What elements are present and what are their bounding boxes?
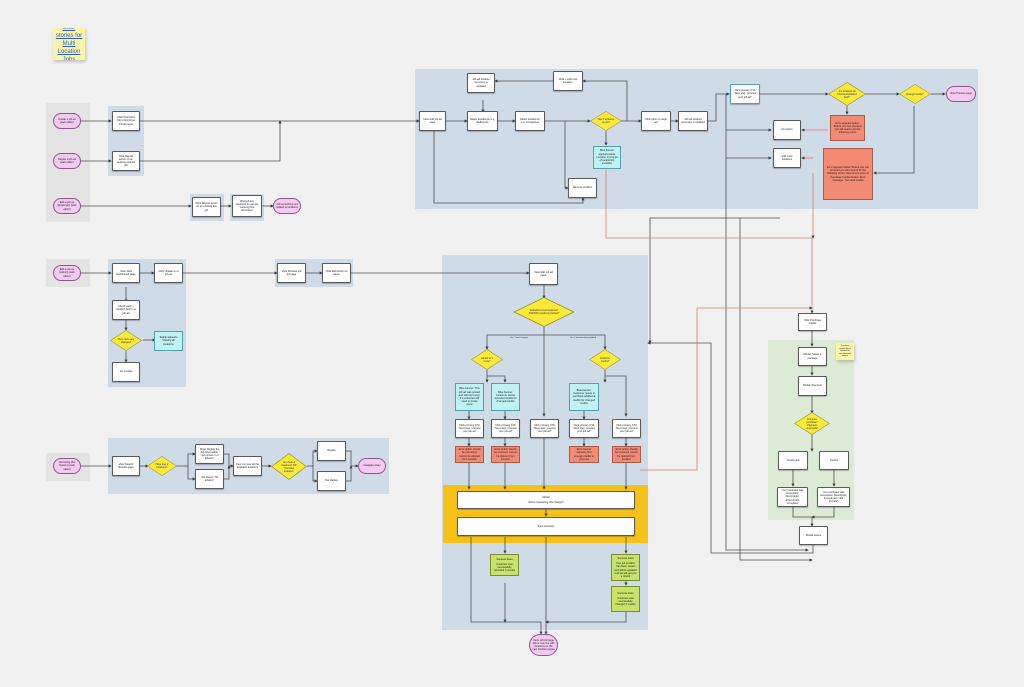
error-banner-1: Error appears below: Before you can proc…: [830, 115, 865, 141]
branch-left-label: Yes, 1 new changes: [510, 337, 528, 340]
modal-payment[interactable]: Modal: Payment: [798, 376, 827, 396]
success-toast-charged: Success toast Customer was successfully …: [611, 586, 640, 612]
modal-question: Who's requesting this change?: [528, 501, 564, 504]
two-locations-decision: Have they 2 locations?: [147, 456, 177, 476]
entry-edit-job-admin[interactable]: Edit a job as (Admin) (web editor): [53, 265, 81, 281]
job-location-summary-box[interactable]: Job ad location summary is updated: [467, 73, 495, 93]
show-display-box[interactable]: Show display the Job information: "Job s…: [195, 444, 224, 464]
payment-successful-decision: Complete purchase? Payment successful: [794, 412, 830, 435]
warn-locations-box[interactable]: Warned any locations on job are currentl…: [232, 195, 262, 217]
enough-credits-decision: Enough credits?: [899, 84, 931, 104]
display-box[interactable]: Display: [317, 441, 346, 461]
post-new-job-box[interactable]: Click Post New Job in Employer Portal me…: [112, 111, 140, 131]
toast-title: Success toast: [617, 591, 634, 595]
not-display-box[interactable]: Not display: [317, 471, 346, 491]
select-second-location-box[interactable]: Select location(s) e.g. Livingstone: [515, 111, 545, 131]
view-edit-page-box[interactable]: View Edit job ad page: [529, 263, 558, 285]
job-summary-box[interactable]: Job ad location summary is updated: [678, 111, 708, 131]
diagram-title[interactable]: User stories for Multi Location Jobs: [55, 28, 83, 60]
toast-body: Customer was successfully charged X cred…: [615, 596, 636, 607]
job-shows-box[interactable]: Job shows "All adverts": [195, 469, 224, 489]
branch-right-label: Yes, 1 new locations(s)added: [569, 337, 597, 340]
locations-valid-decision: Were there any changes?: [110, 330, 142, 351]
repost-action-box[interactable]: Click Repost action on an existing expir…: [112, 151, 140, 171]
view-search-box[interactable]: View Search Results page: [112, 456, 140, 476]
added-more-decision: Added to 1 more?: [471, 349, 503, 370]
preview-cta-2[interactable]: Click primary CTA "Next step: preview yo…: [491, 419, 520, 438]
error-2: Error action should be removed, cannot b…: [491, 446, 520, 463]
next-step-box[interactable]: Click Next on page ad: [641, 111, 671, 131]
no-action-box[interactable]: No action: [773, 120, 801, 140]
main-change-decision: Added/removed locations? AND/OR Location…: [513, 297, 575, 327]
click-purchase-box[interactable]: Click Purchase credits: [798, 313, 827, 331]
final-job-page-terminal[interactable]: View Job Ad page Job is now live with lo…: [529, 634, 558, 656]
title-sticky-note: User stories for Multi Location Jobs: [53, 28, 85, 60]
toast-title: Success toast: [617, 556, 634, 560]
info-banner-c: Blue banner: Customer needs to purchase …: [569, 383, 599, 411]
user-can-see-box[interactable]: User can see all the available locations: [233, 456, 262, 476]
toast-body: Your job location has been saved and wil…: [614, 562, 637, 578]
entry-edit-job-employer[interactable]: Edit a job as (Employer) (web editor): [53, 198, 81, 214]
modal-select-package[interactable]: Modal: Select a package: [798, 347, 827, 366]
info-banner-b: Blue banner: Customer will be refunded c…: [491, 383, 520, 411]
purchase-note: Purchase credits flow is identical to st…: [836, 343, 854, 360]
credit-card-box[interactable]: Credit card: [778, 451, 808, 470]
preview-cta-5[interactable]: Click primary CTA "Next step: preview yo…: [612, 419, 641, 438]
preview-cta-4[interactable]: Click primary CTA "Next step: preview yo…: [569, 419, 599, 438]
wire: [140, 120, 282, 162]
remove-location-box[interactable]: Remove location: [568, 178, 597, 198]
wire: [648, 217, 780, 344]
view-preview-terminal[interactable]: View Preview page: [946, 86, 976, 102]
who-requesting-modal[interactable]: Modal Who's requesting this change?: [457, 491, 635, 509]
entry-repost-job[interactable]: Repost a job as (web editor): [53, 153, 81, 169]
lane-main-flow: [415, 69, 978, 209]
customer-credits-decision: Customer credits?: [589, 349, 621, 370]
add-new-location-box[interactable]: Click + Add new location: [553, 71, 583, 91]
error-banner-2: Error appears below: Before you can proc…: [823, 148, 873, 200]
check-locations-box[interactable]: Check each + location field in a job ad: [112, 300, 140, 320]
error-3: Error banner appears, Not enough credits…: [569, 446, 599, 463]
no-changes-box[interactable]: No overlap: [112, 362, 140, 382]
preview-cta-3[interactable]: Click primary CTA "Next step: preview yo…: [530, 419, 559, 438]
edit-repost-box[interactable]: Click Repost action on an existing live …: [192, 197, 221, 217]
consider-locations-decision: Are there 2 locations? OR "Consider loca…: [271, 453, 307, 480]
add-more-locations-box[interactable]: Add more locations: [773, 148, 801, 168]
preview-cta-1[interactable]: Click primary CTA "Next step: preview yo…: [455, 419, 484, 438]
add-job-page-box[interactable]: View Add job ad page: [419, 111, 446, 131]
has-locations-decision: Has X locations on job?: [590, 111, 622, 131]
click-edit-box[interactable]: Click Edit button to return: [322, 263, 351, 283]
purchase-message-a: Your purchase was successful. Descriptio…: [777, 487, 808, 507]
toast-title: Success toast: [496, 557, 513, 561]
info-banner-a: Blue banner: This job ad was posted and …: [455, 383, 484, 411]
invoice-box[interactable]: Invoice: [819, 451, 849, 470]
info-banner-box: Blue banner appears below Location to pr…: [593, 146, 621, 169]
tooltip-box: Tooltip appears: Viewing all locations: [154, 331, 183, 351]
modal-closes-box[interactable]: Modal closes: [799, 526, 828, 545]
see-warning-terminal[interactable]: Job something not related to locations: [273, 198, 301, 214]
toast-body: Customer was successfully refunded X cre…: [493, 562, 516, 573]
success-toast-saved: Success toast Your job location has been…: [611, 554, 640, 581]
error-1: Error action should be promoted, cannot …: [455, 446, 484, 463]
view-dashboard-box[interactable]: View Jobs Dashboard page: [112, 263, 140, 283]
purchase-message-b: Your purchase was successful. Descriptio…: [817, 487, 850, 507]
entry-job-listing[interactable]: Job listing (bot System) (web editor): [53, 458, 81, 474]
navigate-away-terminal[interactable]: Navigate away: [358, 458, 386, 474]
preview-cta-box[interactable]: Click primary CTA "Next step: preview yo…: [730, 84, 760, 104]
select-locations-box[interactable]: Select location(s) e.g. Melbourne: [467, 111, 498, 131]
error-4: Error action should be removed, cannot b…: [612, 446, 641, 463]
view-preview-box[interactable]: View Preview job ad page: [277, 263, 306, 283]
save-summary-box[interactable]: Save summary: [457, 517, 635, 536]
locations-validated-decision: Are locations all Checked/validated fina…: [828, 82, 866, 106]
modal-title: Modal: [542, 495, 550, 499]
click-update-box[interactable]: Click Update on a job ad: [154, 263, 183, 283]
entry-create-job[interactable]: Create a job as (web editor): [53, 113, 81, 129]
success-toast-refund: Success toast Customer was successfully …: [490, 554, 519, 576]
